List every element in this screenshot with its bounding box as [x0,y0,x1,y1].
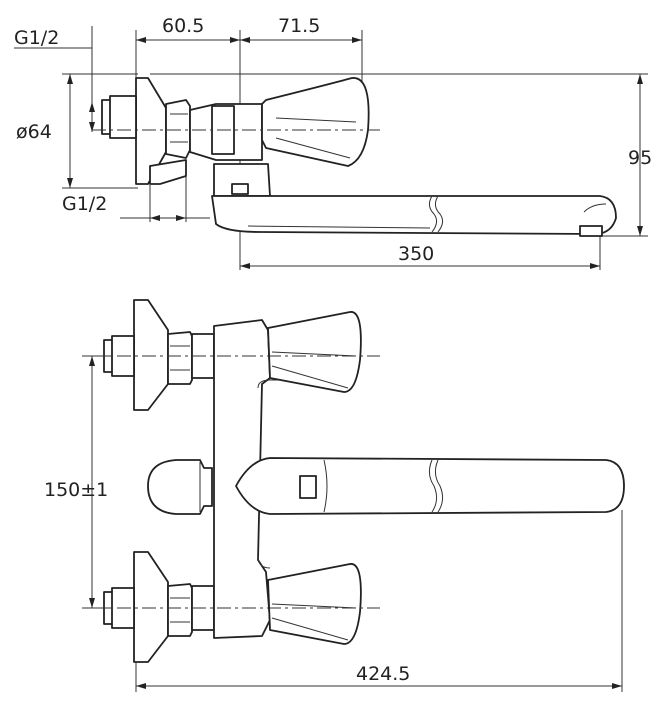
handle-facet [271,617,349,641]
spout [211,195,617,235]
handle-facet [271,365,349,389]
tap-handle [261,77,370,167]
arrow [176,215,186,221]
spout-break [428,459,438,513]
arrow [136,683,146,689]
arrow [89,598,95,608]
spout-joint [323,459,328,513]
spout-top-view [235,457,625,515]
arrow [136,37,146,43]
handle-facet [271,603,357,609]
spout-edge [247,225,431,229]
aerator [579,225,603,237]
body-recess-bottom [257,555,271,569]
handle-facet [271,351,357,357]
arrow [67,74,73,84]
spout-lock-screw [299,475,317,499]
lower-handle [267,563,362,645]
height-label: 95 [628,147,652,169]
total-length-label: 424.5 [356,663,410,685]
arrow [230,37,240,43]
arrow [89,122,95,132]
side-view: 60.5 71.5 G1/2 ø64 G1/2 95 350 [14,15,652,270]
dimension-label-60-5: 60.5 [162,15,204,37]
upper-wall-flange [133,299,169,411]
thread-label-bottom: G1/2 [62,193,107,215]
arrow [67,178,73,188]
handle-facet [275,117,357,123]
arrow [637,74,643,84]
diameter-label: ø64 [16,121,52,143]
spacing-label: 150±1 [44,479,108,501]
lower-fitting [149,159,187,185]
lower-nut [167,583,193,637]
arrow [612,683,622,689]
connection-nut [165,99,191,159]
spout-cap [147,459,213,515]
upper-nut [167,331,193,385]
arrow [89,102,95,112]
spout-screw [231,183,249,195]
thread-label-top: G1/2 [14,27,59,49]
arrow [352,37,362,43]
body-recess-top [257,379,300,389]
dimension-label-71-5: 71.5 [278,15,320,37]
arrow [240,37,250,43]
lower-wall-flange [133,551,169,663]
spout-tip-detail [583,203,607,213]
spout-length-label: 350 [398,243,434,265]
arrow [590,263,600,269]
front-view: 150±1 424.5 [44,299,625,692]
spout-break [434,459,444,513]
arrow [637,226,643,236]
spout-break [428,195,438,233]
spout-break [434,195,444,233]
handle-facet [275,137,351,159]
arrow [240,263,250,269]
upper-handle [267,311,362,393]
arrow [150,215,160,221]
arrow [89,356,95,366]
inlet-nipple-ring [109,95,137,139]
